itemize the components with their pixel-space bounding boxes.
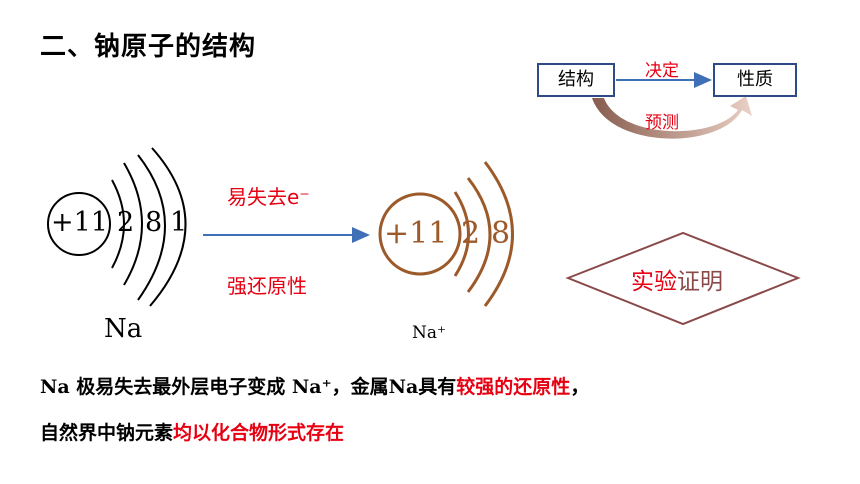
na-shell-4 [149,147,187,307]
ion-shell-1 [453,191,470,277]
na-shell-1 [111,179,125,269]
ion-shell-electrons-2: 8 [491,216,511,251]
diamond-label: 实验证明 [631,262,723,296]
conclusion-line-2-text: 自然界中钠元素 [40,422,174,444]
diamond-label-experiment: 实验 [631,269,677,295]
conclusion-line-2: 自然界中钠元素均以化合物形式存在 [40,418,344,445]
na-shell-2 [123,162,143,286]
predict-label: 预测 [645,113,679,133]
property-box: 性质 [713,63,797,97]
ion-nucleus-circle [378,192,462,276]
na-shell-electrons-1: 2 [117,207,135,238]
na-nucleus-charge: +11 [51,207,108,238]
lose-electron-label: 易失去e⁻ [227,185,310,209]
conclusion-line-1-text: Na 极易失去最外层电子变成 Na⁺，金属Na具有 [40,376,457,398]
experiment-diamond [565,231,801,326]
conclusion-line-1-end: ， [570,376,590,398]
reducing-property-label: 强还原性 [227,274,307,298]
na-ion-symbol: Na⁺ [412,323,446,343]
na-shell-electrons-3: 1 [170,207,188,238]
na-nucleus-circle [47,192,111,256]
conclusion-line-1: Na 极易失去最外层电子变成 Na⁺，金属Na具有较强的还原性， [40,372,589,399]
page-title: 二、钠原子的结构 [40,32,257,62]
decide-label: 决定 [645,61,679,81]
conclusion-line-2-emphasis: 均以化合物形式存在 [173,422,345,444]
conclusion-line-1-emphasis: 较强的还原性 [456,376,571,398]
ion-shell-electrons-1: 2 [461,216,481,251]
ion-shell-3 [483,161,514,307]
diamond-label-prove: 证明 [677,269,723,295]
na-shell-3 [137,154,166,301]
ion-shell-2 [466,177,492,293]
structure-box: 结构 [537,63,615,97]
ion-nucleus-charge: +11 [384,216,448,251]
na-shell-electrons-2: 8 [145,207,163,238]
predict-curve-arrow [592,96,752,139]
na-atom-symbol: Na [104,314,143,344]
